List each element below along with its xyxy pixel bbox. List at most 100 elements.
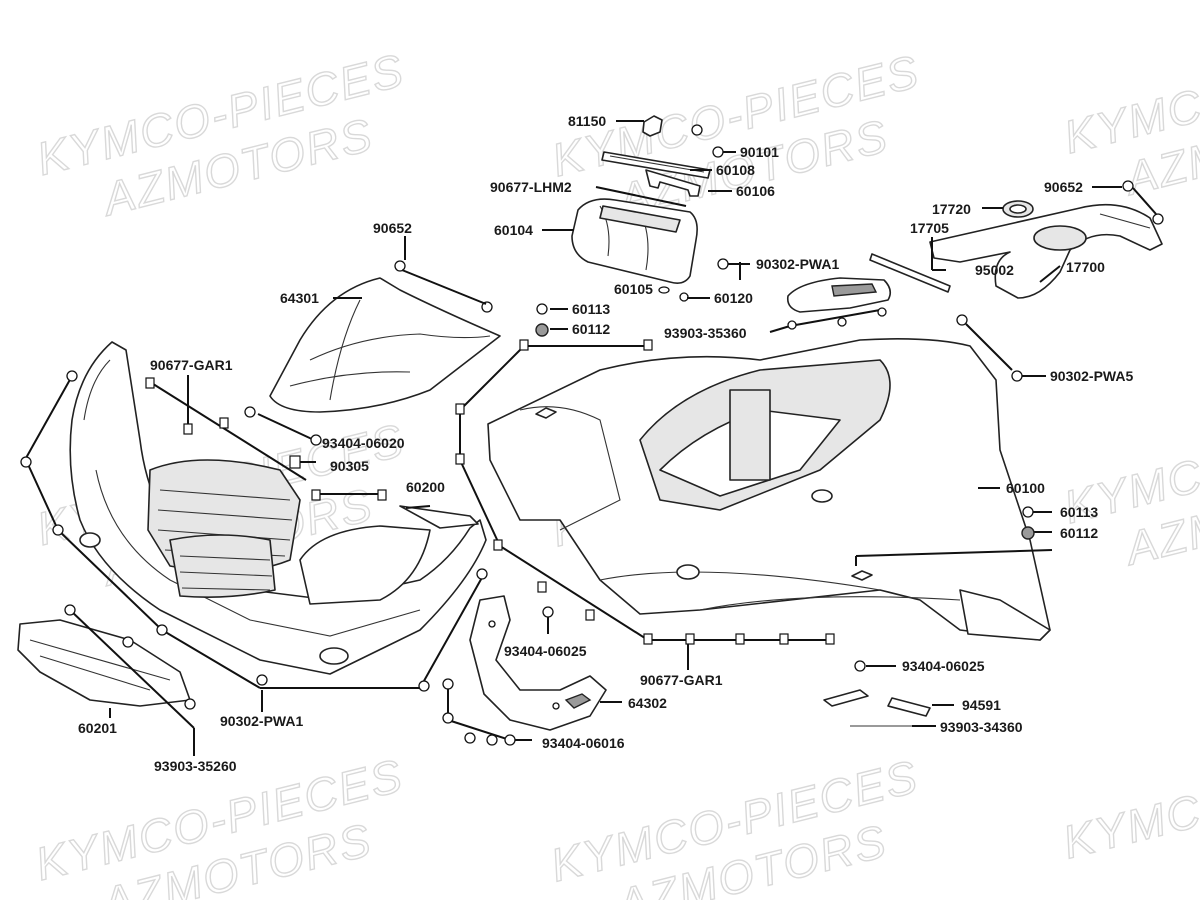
clip (779, 633, 789, 645)
label-90677-gar1-left: 90677-GAR1 (150, 357, 233, 373)
label-93404-06020: 93404-06020 (322, 435, 405, 451)
bolt (184, 698, 196, 710)
part-17700-detail (1099, 213, 1151, 229)
bolt-90302-pwa5-a (956, 314, 968, 326)
part-94591-a (823, 689, 869, 707)
label-90677-lhm2: 90677-LHM2 (490, 179, 572, 195)
part-60200-fog (319, 647, 349, 665)
part-60100-column (729, 389, 771, 481)
bolt (854, 660, 866, 672)
part-60200-tab (399, 505, 479, 529)
part-17700 (929, 203, 1163, 299)
bolt (64, 604, 76, 616)
label-90302-pwa5: 90302-PWA5 (1050, 368, 1133, 384)
bracket-64302 (469, 595, 607, 731)
label-60200: 60200 (406, 479, 445, 495)
part-60100-mount-b (851, 570, 873, 581)
bolt (20, 456, 32, 468)
part-60100-detail (699, 596, 961, 611)
part-17720-inner (1009, 204, 1027, 214)
label-60100: 60100 (1006, 480, 1045, 496)
clip (377, 489, 387, 501)
label-17705: 17705 (910, 220, 949, 236)
bolt-90302-pwa5-b (1011, 370, 1023, 382)
clip (643, 339, 653, 351)
part-60105 (658, 286, 670, 294)
label-93404-06025-right: 93404-06025 (902, 658, 985, 674)
part-64302-hole (488, 620, 496, 628)
label-60112-right: 60112 (1060, 525, 1098, 541)
label-17700: 17700 (1066, 259, 1105, 275)
bolt (442, 712, 454, 724)
bolt (418, 680, 430, 692)
strap-94591 (823, 689, 931, 727)
bolt-60113-right (1022, 506, 1034, 518)
label-90302-pwa1-top: 90302-PWA1 (756, 256, 839, 272)
clip (219, 417, 229, 429)
clip (643, 633, 653, 645)
clip (825, 633, 835, 645)
clip (519, 339, 529, 351)
part-60100-skirt (959, 589, 1051, 641)
bolt-90652-top-b (481, 301, 493, 313)
bolt (877, 307, 887, 317)
bolt (837, 317, 847, 327)
part-60100-hole (811, 489, 833, 503)
label-64301: 64301 (280, 290, 319, 306)
headlight-cover-64301 (269, 260, 501, 413)
part-64302-hole-b (552, 702, 560, 710)
front-fender-60200 (69, 341, 487, 675)
label-81150: 81150 (568, 113, 606, 129)
part-64302 (469, 595, 607, 731)
bolt (464, 732, 476, 744)
bolt (476, 568, 488, 580)
label-60120: 60120 (714, 290, 753, 306)
label-90652-top: 90652 (373, 220, 412, 236)
part-64301 (269, 277, 501, 413)
clip (311, 489, 321, 501)
label-93903-35260: 93903-35260 (154, 758, 237, 774)
label-60106: 60106 (736, 183, 775, 199)
clip (455, 453, 465, 465)
nut-60112 (535, 323, 549, 337)
bolt (66, 370, 78, 382)
part-60200-light-right (299, 525, 431, 605)
clip (183, 423, 193, 435)
part-60108 (601, 151, 711, 179)
part-60100-hole-b (676, 564, 700, 580)
meter-assembly (571, 115, 892, 313)
label-60113-right: 60113 (1060, 504, 1098, 520)
label-94591: 94591 (962, 697, 1001, 713)
screw-60105 (679, 292, 689, 302)
label-90677-gar1-bottom: 90677-GAR1 (640, 672, 723, 688)
label-93903-34360: 93903-34360 (940, 719, 1023, 735)
part-60201-detail (29, 639, 171, 691)
rear-cover-assembly (869, 180, 1164, 382)
bolt (787, 320, 797, 330)
bolt (244, 406, 256, 418)
label-93903-35360: 93903-35360 (664, 325, 747, 341)
part-64301-detail (309, 333, 491, 361)
label-64302: 64302 (628, 695, 667, 711)
fasteners (20, 303, 1035, 746)
clip (289, 455, 301, 469)
label-90305: 90305 (330, 458, 369, 474)
part-64301-detail (329, 299, 361, 401)
label-93404-06016: 93404-06016 (542, 735, 625, 751)
bolt (52, 524, 64, 536)
screw-90101-a (691, 124, 703, 136)
label-90101: 90101 (740, 144, 779, 160)
front-body-60100 (487, 338, 1051, 641)
bolt-60113 (536, 303, 548, 315)
clip (493, 539, 503, 551)
part-60200-fog-left (79, 532, 101, 548)
bolt-90652-right-b (1152, 213, 1164, 225)
part-17700-opening (1033, 225, 1087, 251)
label-60104: 60104 (494, 222, 533, 238)
bolt (122, 636, 134, 648)
watermark-text: KYMCO-PIECES (1058, 727, 1200, 869)
label-95002: 95002 (975, 262, 1014, 278)
part-60100-detail (519, 406, 621, 531)
leader-lines (25, 120, 1157, 756)
